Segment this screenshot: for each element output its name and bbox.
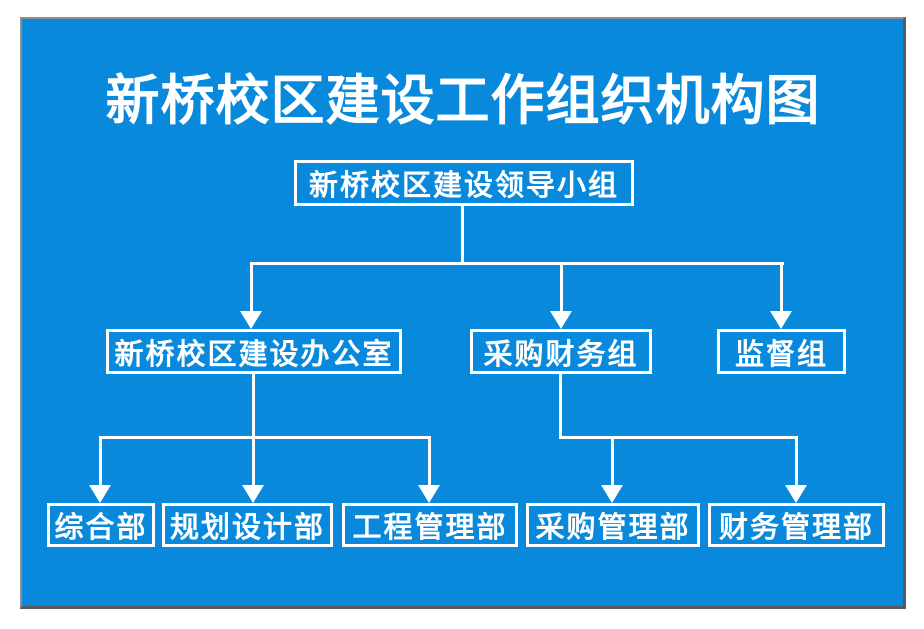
connector-procurement-finance-bar <box>559 436 798 439</box>
connector-office-bar <box>99 436 431 439</box>
arrowhead-supervision <box>770 311 792 329</box>
connector-procurement-finance-stem <box>559 372 562 439</box>
connector-drop-general <box>99 436 102 485</box>
connector-root-stem <box>461 204 464 265</box>
node-planning-design-dept: 规划设计部 <box>162 503 333 547</box>
node-leadership-group: 新桥校区建设领导小组 <box>294 160 634 206</box>
node-procurement-mgmt-dept: 采购管理部 <box>526 503 700 547</box>
arrowhead-office <box>240 311 262 329</box>
connector-drop-supervision <box>780 262 783 311</box>
arrowhead-finance-mgmt <box>785 485 807 503</box>
chart-panel <box>20 17 906 609</box>
arrowhead-procurement-finance <box>550 311 572 329</box>
connector-level1-bar <box>250 262 784 265</box>
arrowhead-general <box>89 485 111 503</box>
connector-drop-finance-mgmt <box>795 436 798 485</box>
arrowhead-procurement-mgmt <box>601 485 623 503</box>
node-general-dept: 综合部 <box>47 503 155 547</box>
node-procurement-finance-group: 采购财务组 <box>470 329 652 374</box>
node-finance-mgmt-dept: 财务管理部 <box>708 503 885 547</box>
node-supervision-group: 监督组 <box>717 329 846 374</box>
arrowhead-engineering <box>418 485 440 503</box>
chart-title: 新桥校区建设工作组织机构图 <box>105 71 821 131</box>
connector-drop-engineering <box>428 436 431 485</box>
arrowhead-planning-design <box>242 485 264 503</box>
connector-office-stem <box>252 372 255 485</box>
connector-drop-procurement-finance <box>560 262 563 311</box>
node-engineering-mgmt-dept: 工程管理部 <box>342 503 518 547</box>
connector-drop-procurement-mgmt <box>611 436 614 485</box>
node-construction-office: 新桥校区建设办公室 <box>106 329 402 374</box>
connector-drop-office <box>250 262 253 311</box>
